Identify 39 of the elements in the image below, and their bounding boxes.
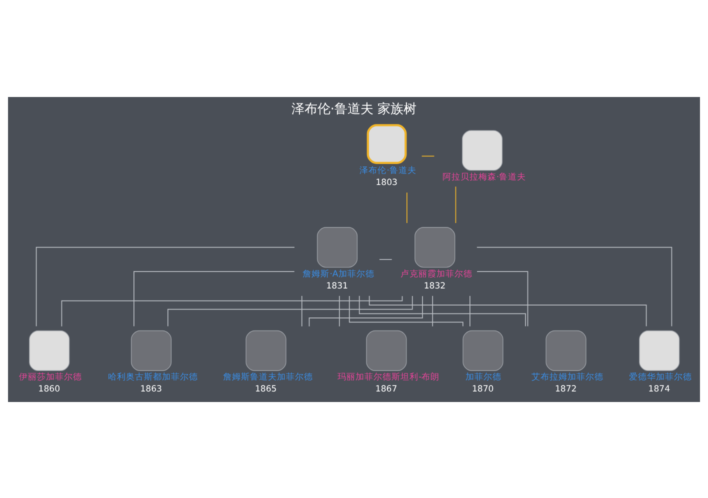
connector <box>301 294 302 326</box>
connector <box>308 295 423 326</box>
connector <box>379 258 392 260</box>
connector <box>421 155 435 156</box>
node-label: 泽布伦·鲁道夫 <box>360 165 416 176</box>
node-label: 1865 <box>254 384 277 394</box>
node-label: 1872 <box>554 384 577 394</box>
connector <box>476 270 528 326</box>
node-label: 艾布拉姆加菲尔德 <box>531 372 604 382</box>
node-label: 1831 <box>326 280 348 291</box>
node-label: 卢克丽霞加菲尔德 <box>400 268 472 279</box>
diagram-title: 泽布伦·鲁道夫 家族树 <box>291 101 417 116</box>
connector <box>368 294 647 326</box>
connector <box>61 295 403 326</box>
node-label: 哈利奥古斯都加菲尔德 <box>108 372 198 382</box>
node-label: 詹姆斯鲁道夫加菲尔德 <box>222 372 313 382</box>
connector <box>432 294 434 326</box>
node-label: 爱德华加菲尔德 <box>629 372 692 382</box>
connector <box>455 186 456 223</box>
node-label: 阿拉贝拉梅森·鲁道夫 <box>442 172 526 182</box>
connector <box>476 246 672 326</box>
node-label: 1863 <box>140 384 162 394</box>
connector <box>36 246 295 326</box>
node-label: 1870 <box>472 384 494 394</box>
node-label: 詹姆斯·A加菲尔德 <box>302 268 374 279</box>
node-label: 伊丽莎加菲尔德 <box>19 372 82 382</box>
connector <box>406 192 408 223</box>
node-label: 1860 <box>38 384 60 394</box>
connector <box>338 294 340 326</box>
connector <box>134 270 295 326</box>
connector <box>358 294 526 326</box>
node-label: 加菲尔德 <box>466 372 502 382</box>
node-label: 1874 <box>648 384 670 394</box>
connector <box>348 295 464 326</box>
node-label: 1803 <box>376 178 398 188</box>
node-label: 玛丽加菲尔德斯坦利-布朗 <box>338 372 440 382</box>
node-label: 1867 <box>375 384 398 394</box>
node-label: 1832 <box>424 280 446 291</box>
connector <box>167 295 413 326</box>
